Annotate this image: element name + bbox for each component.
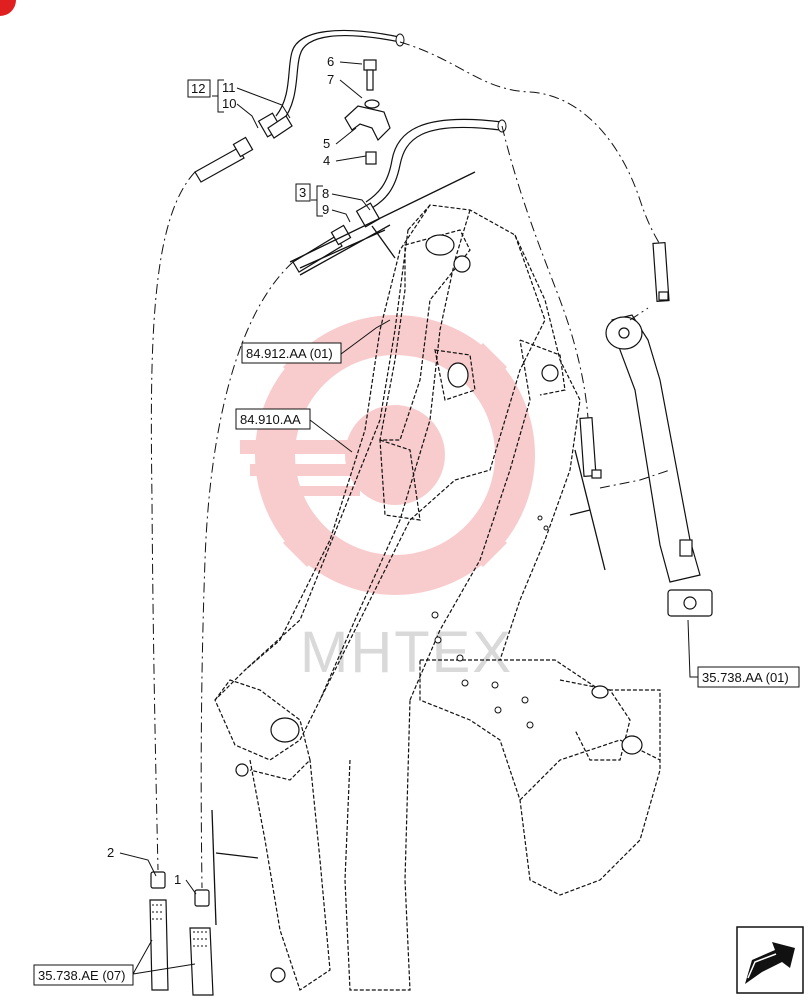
callout-6: 6 (327, 54, 334, 69)
bucket-cylinder (605, 314, 713, 617)
forward-arrow-icon[interactable] (736, 926, 804, 994)
callout-12: 12 (191, 81, 205, 96)
callout-8: 8 (322, 186, 329, 201)
callout-11: 11 (222, 80, 236, 95)
pivot-pins (235, 234, 643, 983)
callout-3: 3 (299, 185, 306, 200)
reference-84-912[interactable]: 84.912.AA (01) (241, 342, 342, 364)
corner-marker (0, 0, 16, 16)
tubes (579, 242, 670, 479)
hoses (275, 29, 503, 209)
hose-threads (152, 904, 209, 947)
hose-ends (395, 33, 507, 133)
clamp-assembly (344, 59, 391, 165)
callout-5: 5 (323, 136, 330, 151)
reference-35-738-ae-label: 35.738.AE (07) (38, 968, 125, 983)
reference-84-912-label: 84.912.AA (01) (246, 346, 333, 361)
reference-35-738-aa-label: 35.738.AA (01) (702, 670, 789, 685)
callout-4: 4 (323, 153, 330, 168)
bottom-fittings (149, 871, 214, 996)
callout-7: 7 (327, 72, 334, 87)
boom-outline (214, 204, 661, 991)
group-box-12 (187, 79, 211, 98)
leader-lines (119, 61, 698, 975)
fitting-group-12 (194, 112, 293, 183)
watermark-text: МНТЕХ (300, 620, 513, 685)
reference-35-738-ae[interactable]: 35.738.AE (07) (33, 964, 134, 986)
callout-10: 10 (222, 96, 236, 111)
callout-1: 1 (174, 872, 181, 887)
group-box-3 (295, 183, 311, 202)
routing-lines (150, 41, 671, 889)
callout-9: 9 (322, 202, 329, 217)
reference-84-910[interactable]: 84.910.AA (235, 408, 311, 430)
group-brackets (212, 79, 323, 217)
reference-35-738-aa[interactable]: 35.738.AA (01) (697, 666, 800, 688)
reference-84-910-label: 84.910.AA (240, 412, 301, 427)
break-lines (211, 171, 606, 926)
callout-2: 2 (107, 845, 114, 860)
bolt-holes (431, 515, 549, 729)
